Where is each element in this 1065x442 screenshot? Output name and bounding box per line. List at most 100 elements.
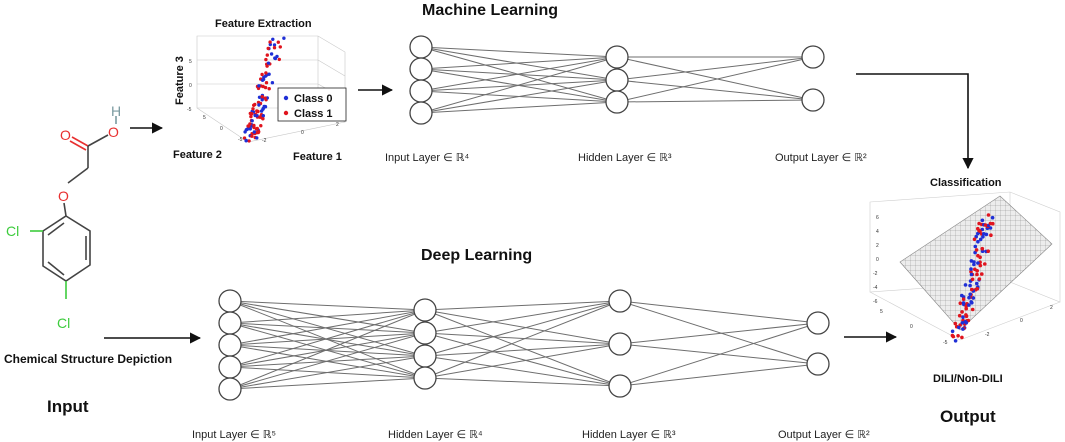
scatter-point	[272, 43, 277, 47]
scatter-point	[973, 244, 978, 249]
scatter-point	[964, 306, 968, 311]
ml-node-layer-1	[409, 57, 433, 81]
scatter-point	[988, 221, 993, 226]
output-x-tick: -5	[943, 340, 948, 346]
ml-node-layer-3	[801, 88, 825, 112]
output-x-tick: 5	[880, 309, 883, 315]
scatter-point	[971, 296, 976, 300]
ml-edge	[616, 99, 814, 103]
atom-oxygen-carbonyl: O	[60, 127, 71, 143]
scatter-point	[272, 46, 277, 50]
dl-edge	[424, 309, 621, 345]
scatter-point	[264, 81, 269, 85]
scatter-points	[242, 36, 286, 143]
dl-node-layer-1	[218, 355, 242, 379]
ml-network	[409, 35, 825, 125]
dl-layer-label-3: Hidden Layer ∈ ℝ³	[582, 429, 676, 441]
dl-node-layer-3	[608, 374, 632, 398]
dl-node-layer-1	[218, 289, 242, 313]
dl-edge	[229, 309, 426, 346]
scatter-point	[976, 231, 980, 236]
scatter-point	[973, 250, 977, 255]
scatter-point	[976, 239, 980, 244]
ml-edge	[616, 56, 814, 101]
output-z-tick: -4	[873, 285, 878, 291]
flow-arrows	[104, 73, 974, 344]
dl-layer-label-1: Input Layer ∈ ℝ⁵	[192, 429, 276, 441]
dl-node-layer-1	[218, 377, 242, 401]
scatter-point	[950, 329, 955, 334]
scatter-point	[963, 283, 968, 287]
ml-layer-label-2: Hidden Layer ∈ ℝ³	[578, 152, 672, 164]
dl-node-layer-2	[413, 298, 437, 322]
scatter-point	[975, 272, 979, 277]
scatter-y-tick: -2	[262, 138, 267, 144]
scatter-point	[262, 75, 266, 79]
scatter-point	[255, 109, 259, 113]
ml-edge	[616, 56, 814, 81]
dl-node-layer-1	[218, 333, 242, 357]
scatter-point	[242, 136, 247, 140]
dl-edge	[229, 332, 426, 390]
scatter-point	[989, 233, 993, 237]
scatter-point	[249, 114, 253, 119]
scatter-point	[986, 213, 991, 217]
scatter-point	[960, 293, 964, 298]
scatter-point	[980, 246, 985, 251]
ml-edge	[420, 79, 618, 114]
scatter-point	[969, 267, 973, 271]
scatter-x-tick: 0	[220, 126, 223, 132]
scatter-point	[269, 52, 274, 56]
scatter-point	[970, 277, 975, 282]
ml-node-layer-2	[605, 45, 629, 69]
dl-edge	[424, 343, 621, 379]
dl-edge	[229, 309, 426, 368]
scatter-z-tick: -5	[187, 107, 192, 113]
scatter-point	[260, 98, 264, 102]
ml-title: Machine Learning	[422, 2, 558, 19]
atom-hydrogen: H	[111, 103, 121, 119]
output-z-tick: 6	[876, 215, 879, 221]
legend-class0: Class 0	[294, 93, 333, 105]
output-y-tick: 2	[1050, 305, 1053, 311]
scatter-point	[978, 237, 983, 242]
dl-edge	[619, 363, 819, 387]
scatter-point	[990, 215, 995, 220]
scatter-point	[988, 226, 993, 230]
scatter-point	[975, 287, 980, 291]
dl-layer-label-2: Hidden Layer ∈ ℝ⁴	[388, 429, 483, 441]
ml-node-layer-1	[409, 35, 433, 59]
dl-edge	[229, 300, 426, 311]
dl-edge	[424, 343, 621, 357]
dl-edge	[424, 300, 621, 334]
dl-edge	[424, 377, 621, 387]
ml-edge	[616, 56, 814, 103]
scatter-point	[255, 126, 259, 131]
scatter-point	[964, 304, 968, 309]
output-z-tick: -6	[873, 299, 878, 305]
dl-edge	[424, 300, 621, 311]
chemical-structure-caption: Chemical Structure Depiction	[4, 352, 172, 366]
scatter-point	[260, 78, 265, 83]
scatter-point	[968, 283, 972, 288]
dl-node-layer-3	[608, 332, 632, 356]
scatter-point	[250, 134, 254, 138]
scatter-point	[250, 119, 254, 123]
scatter-point	[257, 103, 261, 107]
scatter-point	[961, 327, 965, 331]
scatter-point	[250, 112, 254, 116]
dl-network	[218, 289, 830, 401]
dl-edge	[424, 355, 621, 387]
scatter-point	[251, 107, 255, 111]
scatter-point	[257, 95, 262, 100]
scatter-point	[268, 40, 272, 44]
output-z-tick: 2	[876, 243, 879, 249]
feature1-label: Feature 1	[293, 151, 342, 163]
scatter-point	[958, 301, 963, 306]
dl-edge	[424, 332, 621, 387]
scatter-point	[260, 72, 264, 77]
scatter-point	[978, 263, 983, 268]
scatter-point	[975, 281, 979, 286]
output-y-tick: 0	[1020, 318, 1023, 324]
